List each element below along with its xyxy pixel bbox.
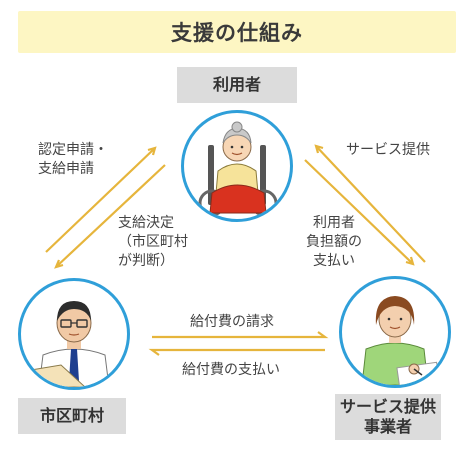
decision-label: 支給決定 （市区町村 が判断） [118,215,188,269]
provider-label: サービス提供 事業者 [335,394,441,440]
user-label: 利用者 [177,67,297,103]
service-provision-label: サービス提供 [346,142,430,158]
arrow-copay [304,159,415,266]
user-illustration [181,110,293,222]
page-title: 支援の仕組み [18,11,456,53]
municipality-illustration [18,278,130,390]
municipality-label: 市区町村 [18,398,126,434]
arrow-application [45,146,157,253]
application-label: 認定申請・ 支給申請 [38,142,108,177]
benefit-payment-label: 給付費の支払い [182,362,280,378]
copay-label: 利用者 負担額の 支払い [306,215,362,269]
benefit-claim-label: 給付費の請求 [190,314,274,330]
provider-label-line2: 事業者 [363,417,412,436]
arrow-benefit-claim [152,331,329,339]
arrow-benefit-payment [148,348,325,356]
provider-illustration [339,276,451,388]
provider-label-line1: サービス提供 [339,397,436,416]
arrow-service [314,144,426,263]
arrow-decision [54,164,166,269]
